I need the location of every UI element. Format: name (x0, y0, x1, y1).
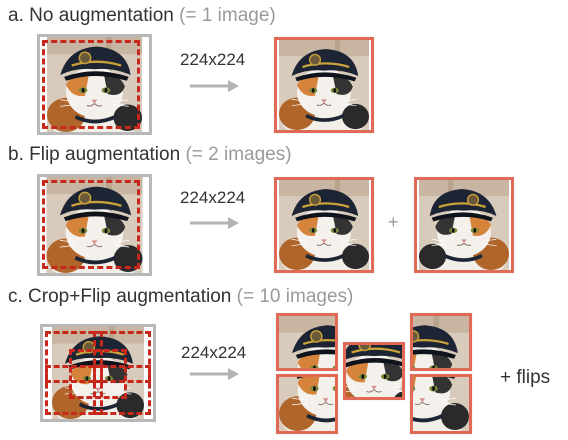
section-c-crop-region-3 (69, 349, 127, 399)
section-c-crop-region-4 (45, 365, 103, 415)
section-b-title-text: b. Flip augmentation (8, 144, 181, 165)
section-a-title-text: a. No augmentation (8, 5, 174, 26)
section-c-crop-region-1 (45, 331, 103, 383)
section-b-source-image (37, 174, 152, 276)
section-c-plus-flips: + flips (500, 367, 551, 388)
section-c-source-image (40, 324, 156, 422)
section-c-crop-top-left (276, 313, 338, 371)
section-c-title: c. Crop+Flip augmentation (= 10 images) (8, 286, 353, 308)
section-c-title-text: c. Crop+Flip augmentation (8, 286, 232, 307)
cat-photo (279, 377, 335, 431)
right-arrow-icon (190, 80, 239, 92)
cat-photo (346, 345, 402, 397)
section-a-source-image (37, 34, 152, 135)
section-a-size-label: 224x224 (180, 50, 246, 69)
section-a-note: (= 1 image) (179, 5, 276, 26)
section-c-crop-bottom-right (410, 374, 472, 434)
section-a-crop-region (42, 40, 140, 129)
section-c-note: (= 10 images) (236, 286, 354, 307)
cat-photo-flipped (417, 180, 511, 270)
section-c-size-label: 224x224 (181, 343, 247, 362)
cat-photo (277, 180, 371, 270)
section-b-output-crop (274, 177, 374, 273)
right-arrow-icon (190, 217, 239, 229)
section-c-crop-top-right (410, 313, 472, 371)
section-a-title: a. No augmentation (= 1 image) (8, 5, 276, 27)
section-b-crop-region (42, 180, 140, 269)
section-b-output-flipped (414, 177, 514, 273)
section-c-crop-center (343, 342, 405, 400)
cat-photo (413, 377, 469, 431)
cat-photo (279, 316, 335, 368)
section-b-plus-sign: + (388, 212, 399, 232)
section-c-crop-bottom-left (276, 374, 338, 434)
section-a-output-crop (274, 37, 374, 133)
cat-photo (413, 316, 469, 368)
right-arrow-icon (190, 368, 239, 380)
cat-photo (277, 40, 371, 130)
section-c-crop-region-5 (93, 365, 151, 415)
section-b-size-label: 224x224 (180, 188, 246, 207)
section-b-note: (= 2 images) (185, 144, 292, 165)
section-b-title: b. Flip augmentation (= 2 images) (8, 144, 292, 166)
section-c-crop-region-2 (93, 331, 151, 383)
